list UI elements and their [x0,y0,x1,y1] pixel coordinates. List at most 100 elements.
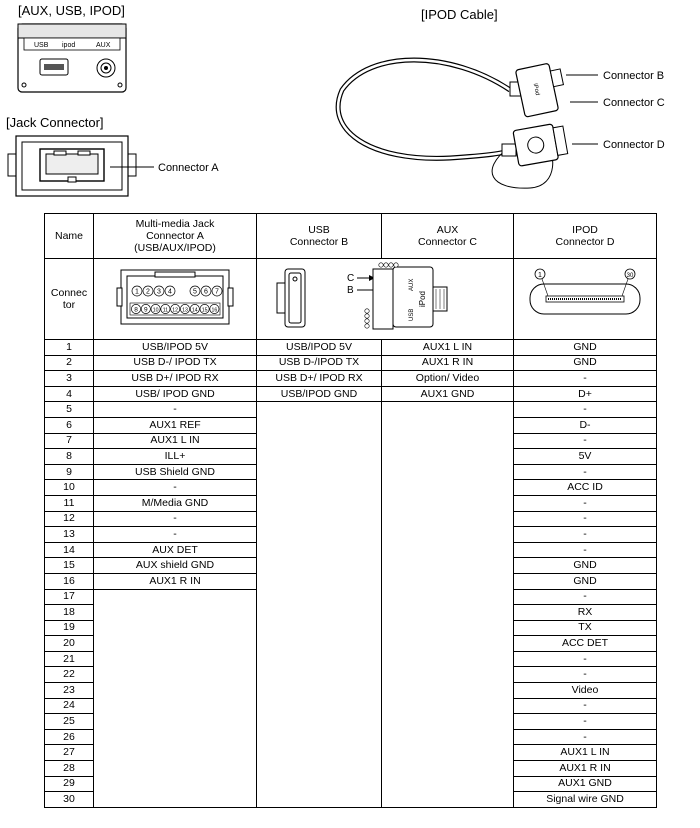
pin-signal-cell [381,620,514,636]
pin-number-cell: 5 [44,401,94,418]
table-row: 26 - [44,728,657,746]
pin-signal-cell [256,401,382,418]
pin-signal-cell: - [513,494,657,512]
pin-signal-cell [256,729,382,745]
pin-number-cell: 29 [44,775,94,793]
pin-signal-cell [381,666,514,683]
pin-signal-cell: - [513,650,657,668]
pin-number-cell: 26 [44,728,94,746]
pin-number-cell: 11 [44,494,94,512]
jack-pin-label: 4 [168,289,172,296]
connector-c-callout: Connector C [603,97,665,109]
pin-signal-cell [256,635,382,652]
pin-signal-cell: USB Shield GND [93,463,257,481]
pin-signal-cell: USB D-/ IPOD TX [93,354,257,372]
pin-signal-cell: AUX1 R IN [93,572,257,590]
pin-signal-cell [256,620,382,636]
connector-a-callout: Connector A [158,162,219,174]
connector-d-callout: Connector D [603,139,665,151]
jack-connector-diagram: Connector A [7,135,219,197]
pin-signal-cell [381,511,514,527]
pin-number-cell: 9 [44,463,94,481]
ipod-cable-title: [IPOD Cable] [421,7,498,22]
pin-signal-cell: - [513,713,657,730]
pin-signal-cell: - [513,526,657,543]
pin-number-cell: 23 [44,682,94,699]
pin-signal-cell: AUX1 L IN [93,432,257,450]
table-header-row: Name Multi-media Jack Connector A (USB/A… [44,213,657,259]
connector-b-diagram: C B AUX USB iPod [256,258,514,340]
pin-signal-cell: D+ [513,385,657,403]
jack-pin-label: 13 [182,308,188,314]
jack-pin-label: 12 [172,308,178,314]
header-name: Name [44,213,94,259]
pin-signal-cell: - [93,401,257,418]
pin-signal-cell: - [93,526,257,543]
diagram-text-ipod: iPod [418,291,427,307]
pin-signal-cell: - [513,728,657,746]
pin-signal-cell: GND [513,339,657,356]
jack-connector-title: [Jack Connector] [6,115,104,130]
pin-number-cell: 15 [44,557,94,574]
pin-signal-cell: D- [513,416,657,434]
pin-number-cell: 18 [44,604,94,621]
pin-number-cell: 1 [44,339,94,356]
pin-signal-cell [256,417,382,434]
table-row: 25- [44,713,657,730]
pin-signal-cell: 5V [513,448,657,465]
panel-label-ipod: ipod [62,42,75,49]
jack-pin-label: 9 [144,307,148,314]
header-connector-a: Multi-media Jack Connector A (USB/AUX/IP… [93,213,257,259]
pin-signal-cell: ILL+ [93,448,257,465]
pin-signal-cell: AUX1 GND [381,385,514,403]
pin-signal-cell [381,760,514,777]
pin-signal-cell: TX [513,619,657,637]
diagram-text-aux: AUX [409,279,415,291]
pin-signal-cell [381,495,514,512]
pin-signal-cell: - [93,510,257,528]
pin-signal-cell: - [513,401,657,418]
pin-signal-cell [381,433,514,449]
pinout-table: Name Multi-media Jack Connector A (USB/A… [44,213,657,808]
pin-number-cell: 4 [44,385,94,403]
connector-d-pin-diagram: 1 30 [513,258,657,340]
jack-pin-label: 15 [202,308,208,314]
pin-number-cell: 6 [44,416,94,434]
pin-signal-cell [256,666,382,683]
pin-signal-cell [381,464,514,480]
pin-signal-cell [256,589,382,605]
pin-signal-cell: ACC DET [513,635,657,652]
pin-signal-cell: GND [513,572,657,590]
pin-signal-cell [93,604,257,621]
pin-signal-cell: GND [513,557,657,574]
jack-pin-label: 8 [134,307,138,314]
pin-signal-cell: USB/IPOD GND [256,385,382,403]
panel-label-usb: USB [34,42,49,49]
pin-signal-cell [381,651,514,667]
pin-signal-cell: M/Media GND [93,494,257,512]
jack-pin-label: 5 [193,289,197,296]
pin-number-cell: 27 [44,744,94,762]
diagram-text-usb: USB [409,309,415,321]
pin-signal-cell [93,698,257,714]
pin-signal-cell: - [93,479,257,496]
pin-signal-cell [256,479,382,496]
pin-signal-cell [256,464,382,480]
pin-signal-cell: AUX1 REF [93,416,257,434]
ipod-pin-30-label: 30 [627,273,634,279]
table-row: 5-- [44,401,657,418]
pin-signal-cell: AUX1 GND [513,775,657,793]
pin-signal-cell: AUX1 R IN [381,354,514,372]
pin-signal-cell: USB D+/ IPOD RX [93,370,257,387]
pin-number-cell: 3 [44,370,94,387]
svg-text:iPod: iPod [532,83,540,96]
pin-number-cell: 20 [44,635,94,652]
pin-number-cell: 14 [44,541,94,559]
